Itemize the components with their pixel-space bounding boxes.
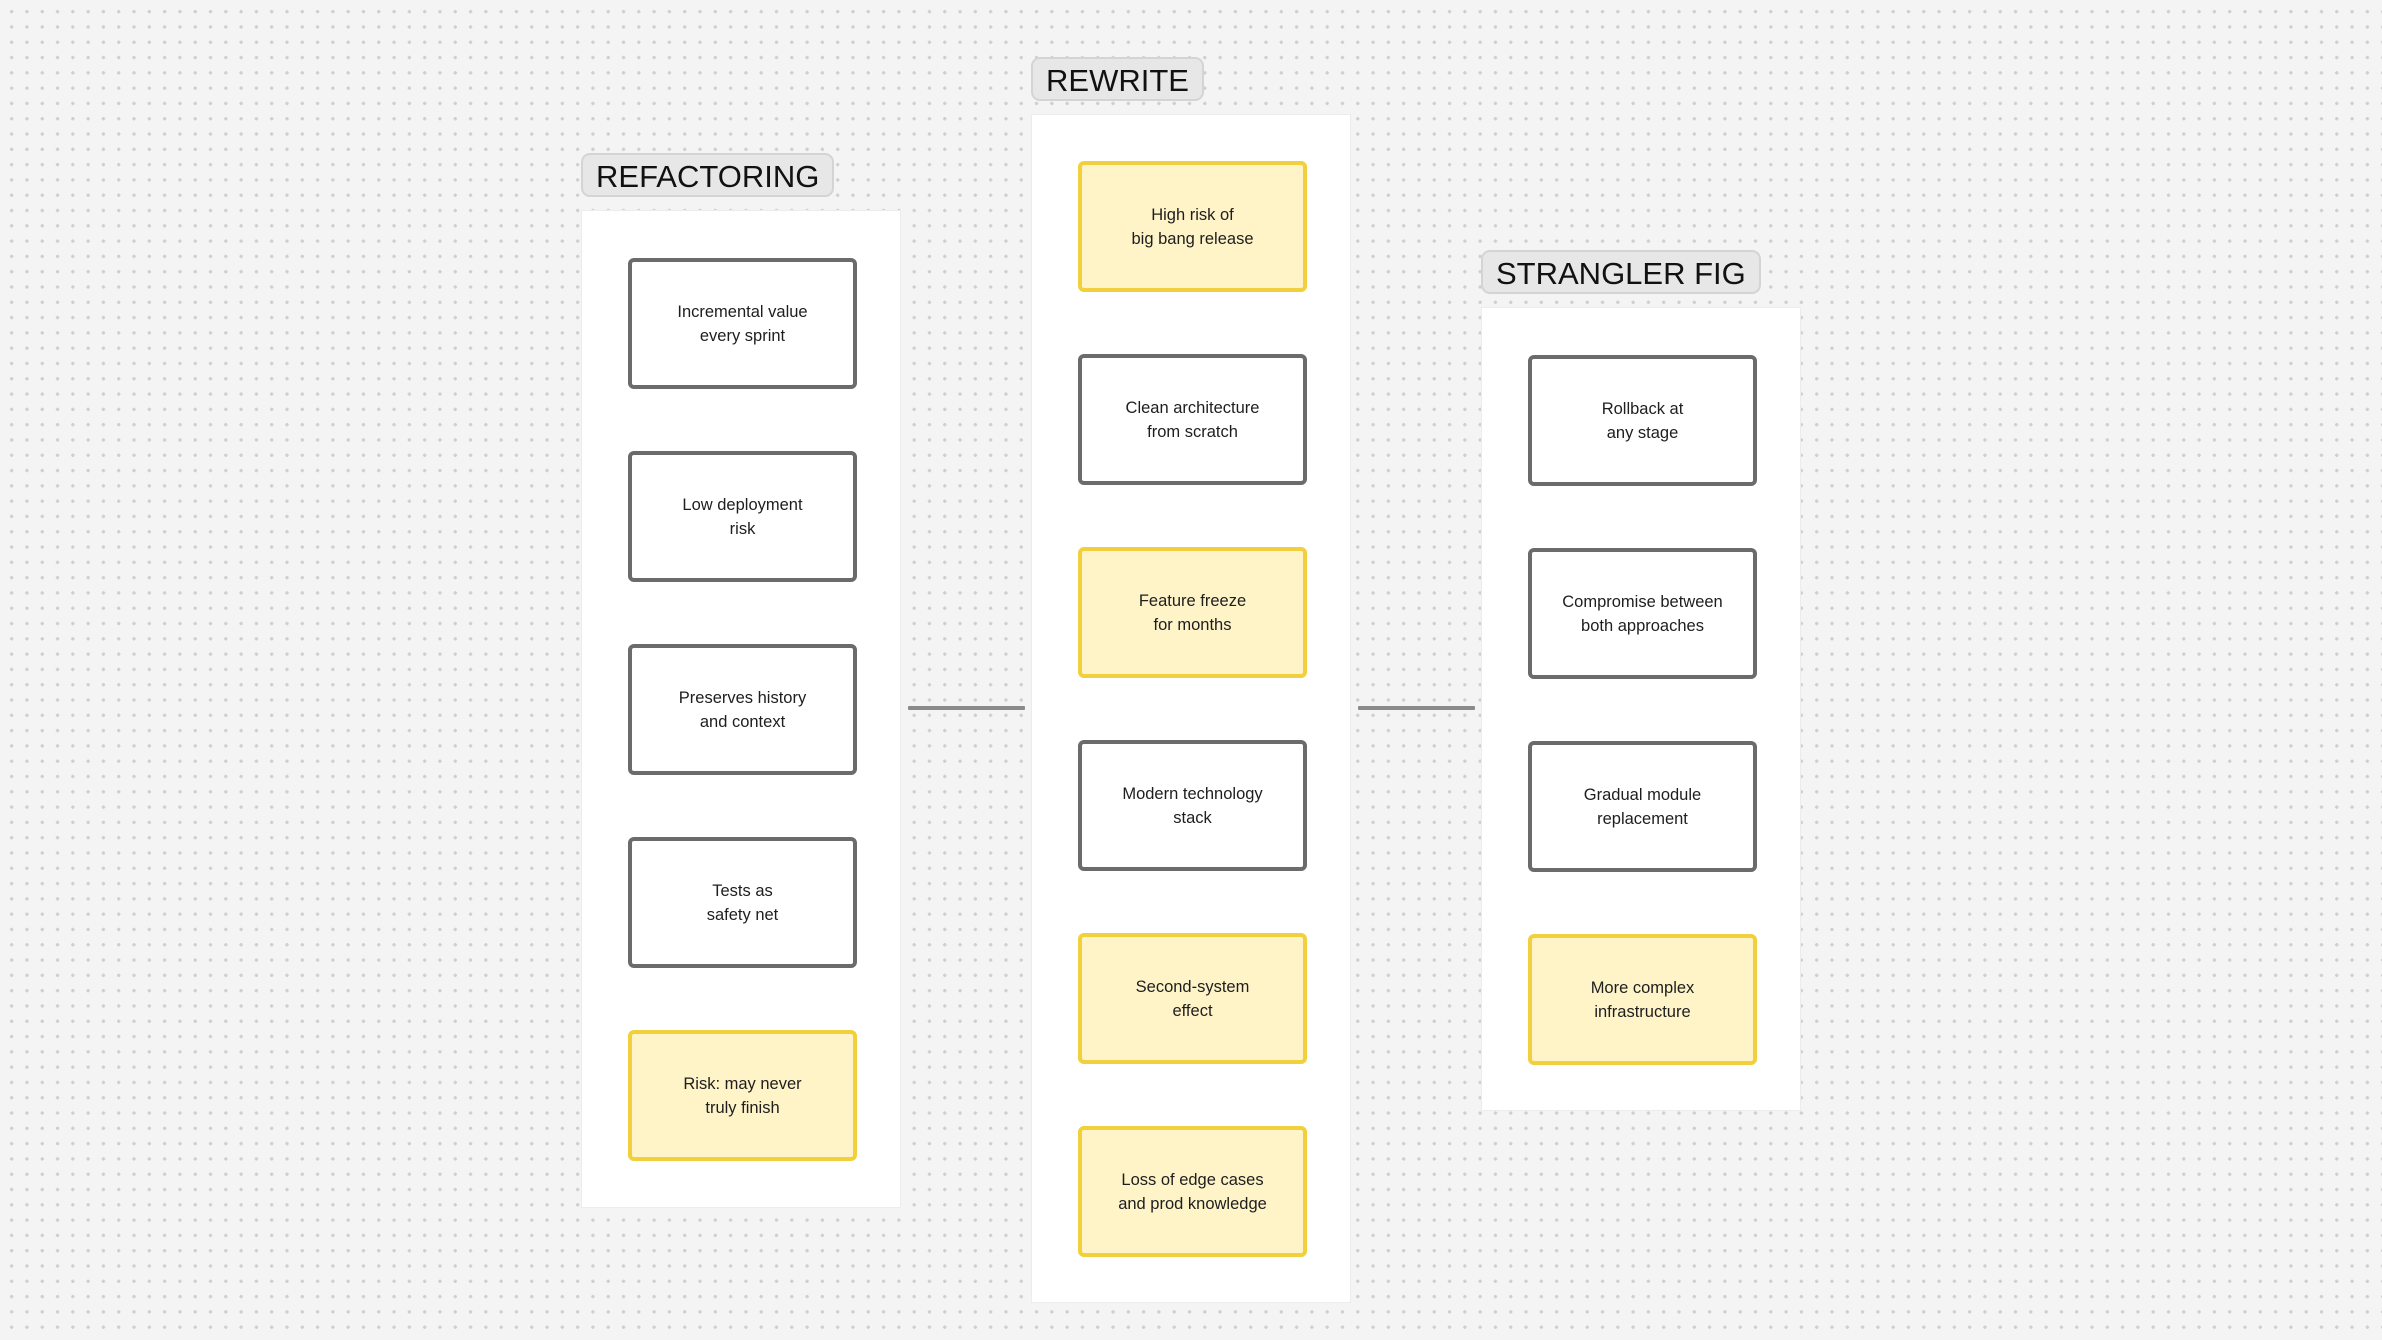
column-label-refactoring[interactable]: REFACTORING: [581, 153, 835, 197]
card-clean-architecture[interactable]: Clean architecture from scratch: [1078, 354, 1307, 485]
card-feature-freeze[interactable]: Feature freeze for months: [1078, 547, 1307, 678]
connector-refactoring-rewrite: [908, 706, 1025, 710]
card-text: More complex infrastructure: [1590, 978, 1695, 1021]
card-text: Clean architecture from scratch: [1125, 398, 1260, 441]
column-panel-refactoring: Incremental value every sprint Low deplo…: [581, 210, 901, 1208]
card-rollback-any-stage[interactable]: Rollback at any stage: [1528, 355, 1757, 486]
card-tests-safety-net[interactable]: Tests as safety net: [628, 837, 857, 968]
card-compromise[interactable]: Compromise between both approaches: [1528, 548, 1757, 679]
card-complex-infrastructure[interactable]: More complex infrastructure: [1528, 934, 1757, 1065]
column-panel-strangler-fig: Rollback at any stage Compromise between…: [1481, 307, 1801, 1111]
card-risk-never-finish[interactable]: Risk: may never truly finish: [628, 1030, 857, 1161]
card-text: Tests as safety net: [706, 881, 779, 924]
connector-rewrite-strangler: [1358, 706, 1475, 710]
card-low-deployment-risk[interactable]: Low deployment risk: [628, 451, 857, 582]
card-text: Modern technology stack: [1122, 784, 1263, 827]
card-text: Compromise between both approaches: [1562, 592, 1723, 635]
card-text: Gradual module replacement: [1583, 785, 1702, 828]
column-label-rewrite[interactable]: REWRITE: [1031, 57, 1204, 101]
card-text: Feature freeze for months: [1138, 591, 1247, 634]
card-text: High risk of big bang release: [1131, 205, 1254, 248]
column-panel-rewrite: High risk of big bang release Clean arch…: [1031, 114, 1351, 1303]
card-preserves-history[interactable]: Preserves history and context: [628, 644, 857, 775]
card-modern-stack[interactable]: Modern technology stack: [1078, 740, 1307, 871]
column-label-strangler-fig[interactable]: STRANGLER FIG: [1481, 250, 1761, 294]
card-text: Low deployment risk: [682, 495, 803, 538]
card-high-risk-big-bang[interactable]: High risk of big bang release: [1078, 161, 1307, 292]
card-text: Risk: may never truly finish: [683, 1074, 802, 1117]
card-loss-edge-cases[interactable]: Loss of edge cases and prod knowledge: [1078, 1126, 1307, 1257]
card-text: Preserves history and context: [678, 688, 807, 731]
card-text: Incremental value every sprint: [677, 302, 808, 345]
card-text: Second-system effect: [1135, 977, 1250, 1020]
card-gradual-replacement[interactable]: Gradual module replacement: [1528, 741, 1757, 872]
card-text: Loss of edge cases and prod knowledge: [1118, 1170, 1267, 1213]
card-text: Rollback at any stage: [1601, 399, 1684, 442]
card-second-system-effect[interactable]: Second-system effect: [1078, 933, 1307, 1064]
card-incremental-value[interactable]: Incremental value every sprint: [628, 258, 857, 389]
